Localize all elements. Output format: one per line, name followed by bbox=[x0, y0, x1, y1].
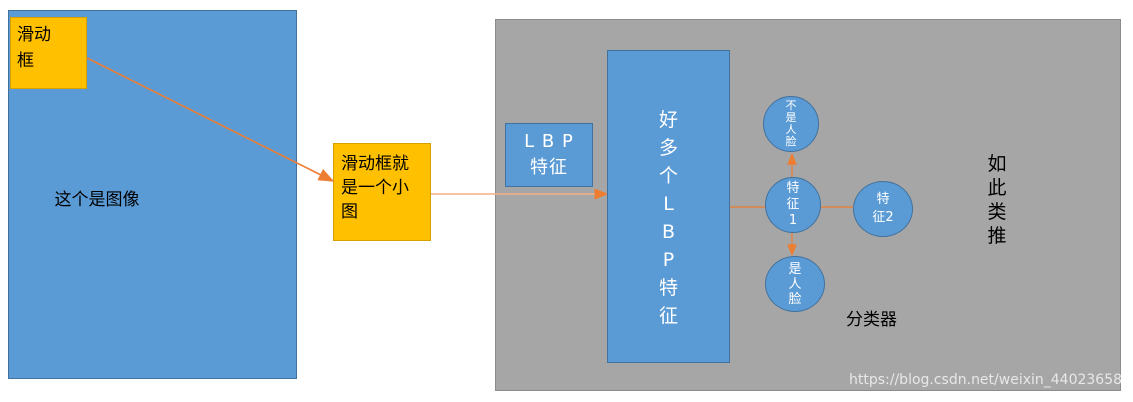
sliding-window-small-line2: 框 bbox=[17, 51, 34, 71]
node-text: 是 bbox=[788, 261, 802, 277]
many-lbp-char: L bbox=[663, 193, 674, 215]
lbp-feature-box: L B P 特征 bbox=[505, 123, 593, 187]
many-lbp-char: B bbox=[661, 221, 676, 243]
node-text: 人 bbox=[785, 123, 797, 136]
many-lbp-char: P bbox=[662, 249, 675, 271]
so-on-char: 类 bbox=[987, 201, 1007, 223]
node-text: 1 bbox=[788, 213, 798, 228]
lbp-box-line1: L B P bbox=[524, 131, 574, 152]
sliding-window-small: 滑动 框 bbox=[10, 17, 87, 89]
node-text: 脸 bbox=[785, 135, 797, 148]
many-lbp-char: 个 bbox=[658, 165, 678, 187]
node-text: 特 bbox=[876, 192, 890, 207]
node-face: 是 人 脸 bbox=[765, 256, 825, 312]
image-label: 这个是图像 bbox=[54, 190, 140, 210]
node-text: 征2 bbox=[872, 210, 894, 225]
lbp-box-line2: 特征 bbox=[530, 157, 568, 178]
so-on-char: 此 bbox=[987, 177, 1007, 199]
so-on-char: 推 bbox=[987, 225, 1007, 247]
sliding-window-big-line2: 是一个小 bbox=[341, 178, 409, 198]
watermark: https://blog.csdn.net/weixin_44023658 bbox=[849, 372, 1123, 388]
node-feature-1: 特 征 1 bbox=[765, 177, 821, 233]
sliding-window-big-line3: 图 bbox=[341, 202, 358, 222]
sliding-window-small-line1: 滑动 bbox=[17, 25, 51, 45]
so-on-char: 如 bbox=[987, 153, 1007, 175]
arrow-small-to-big bbox=[86, 57, 335, 182]
classifier-label: 分类器 bbox=[846, 310, 897, 330]
node-text: 是 bbox=[785, 111, 797, 124]
node-text: 特 bbox=[786, 181, 800, 196]
sliding-window-big-line1: 滑动框就 bbox=[341, 154, 409, 174]
many-lbp-char: 征 bbox=[658, 305, 678, 327]
node-text: 脸 bbox=[788, 291, 802, 307]
node-text: 人 bbox=[788, 276, 802, 292]
node-feature-2: 特 征2 bbox=[853, 181, 913, 237]
node-text: 不 bbox=[785, 99, 797, 112]
node-not-face: 不 是 人 脸 bbox=[763, 96, 819, 152]
node-text: 征 bbox=[786, 197, 800, 212]
many-lbp-char: 多 bbox=[658, 137, 678, 159]
many-lbp-char: 好 bbox=[658, 109, 678, 131]
many-lbp-features-box: 好 多 个 L B P 特 征 bbox=[607, 50, 730, 363]
so-on-label: 如 此 类 推 bbox=[985, 152, 1009, 248]
sliding-window-big: 滑动框就 是一个小 图 bbox=[333, 143, 431, 241]
many-lbp-char: 特 bbox=[658, 277, 678, 299]
